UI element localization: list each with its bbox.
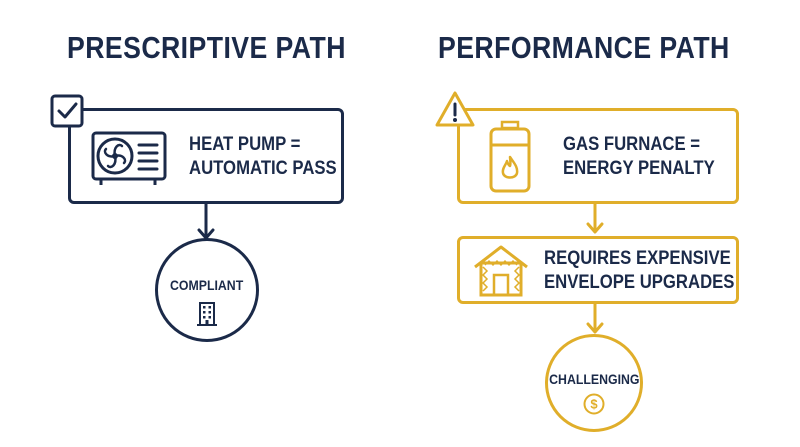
prescriptive-path-title: PRESCRIPTIVE PATH (67, 30, 346, 65)
performance-panel: GAS FURNACE = ENERGY PENALTY REQUIRES EX… (400, 0, 800, 447)
warning-icon (435, 91, 475, 127)
gas-furnace-label-line1: GAS FURNACE = (563, 134, 701, 155)
svg-text:$: $ (590, 397, 598, 412)
flow-arrow (586, 304, 604, 334)
prescriptive-panel: HEAT PUMP = AUTOMATIC PASS COMPLIANT (50, 94, 344, 342)
challenging-label: CHALLENGING (548, 371, 640, 387)
flow-arrow (197, 204, 215, 240)
gas-furnace-box: GAS FURNACE = ENERGY PENALTY (457, 108, 739, 204)
compliant-result: COMPLIANT (155, 238, 259, 342)
heat-pump-icon (91, 131, 167, 185)
building-icon (197, 302, 217, 326)
performance-path-title: PERFORMANCE PATH (438, 30, 730, 65)
envelope-label-line1: REQUIRES EXPENSIVE (544, 248, 731, 269)
challenging-result: CHALLENGING $ (545, 334, 643, 432)
envelope-label-line2: ENVELOPE UPGRADES (544, 272, 735, 293)
heat-pump-label-line1: HEAT PUMP = (189, 134, 301, 155)
insulated-house-icon (474, 245, 528, 297)
checkmark-icon (50, 94, 84, 128)
compliant-label: COMPLIANT (170, 277, 244, 293)
heat-pump-label-line2: AUTOMATIC PASS (189, 158, 337, 179)
gas-furnace-label-line2: ENERGY PENALTY (563, 158, 715, 179)
flow-arrow (586, 204, 604, 234)
envelope-upgrades-box: REQUIRES EXPENSIVE ENVELOPE UPGRADES (457, 236, 739, 304)
heat-pump-box: HEAT PUMP = AUTOMATIC PASS (68, 108, 344, 204)
gas-furnace-icon (489, 120, 531, 193)
dollar-icon: $ (583, 393, 605, 415)
